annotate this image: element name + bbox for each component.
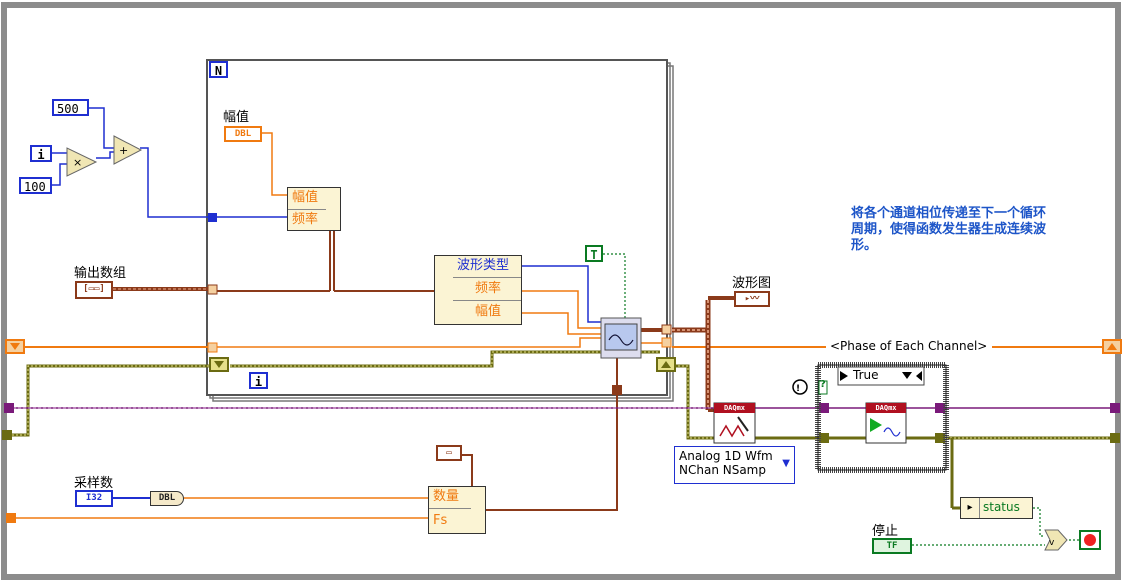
true-constant[interactable]: T — [585, 245, 603, 262]
add-node[interactable] — [113, 135, 143, 165]
case-selector-label[interactable]: True — [853, 368, 879, 382]
svg-text:v: v — [1049, 538, 1055, 548]
polymorph-line2: NChan NSamp — [679, 463, 766, 477]
svg-text:!: ! — [796, 384, 800, 394]
unbundle-status-node[interactable]: ▸ status — [960, 497, 1033, 519]
svg-text:×: × — [73, 156, 82, 169]
bundle-fs-field: Fs — [433, 513, 448, 528]
constant-500[interactable]: 500 — [52, 99, 89, 116]
bundle-amplitude-field: 幅值 — [288, 188, 326, 210]
output-array-terminal[interactable]: [▭▭] — [75, 281, 113, 299]
amplitude-label: 幅值 — [223, 110, 250, 125]
for-loop-iteration-terminal: i — [249, 372, 268, 389]
daqmx-start-title: DAQmx — [875, 404, 897, 412]
status-field: status — [983, 500, 1020, 514]
waveform-graph-terminal[interactable]: ▸〰 — [734, 291, 770, 307]
timing-cluster-constant[interactable]: ▭ — [436, 445, 462, 461]
annotation-note: 将各个通道相位传递至下一个循环 周期，使得函数发生器生成连续波 形。 — [851, 206, 1046, 254]
bundle-mid-amplitude-field: 幅值 — [475, 304, 502, 319]
multiply-node[interactable] — [66, 147, 98, 177]
waveform-graph-label: 波形图 — [732, 276, 772, 291]
iteration-terminal-outer: i — [30, 145, 52, 162]
daqmx-polymorphic-selector[interactable]: Analog 1D Wfm NChan NSamp ▼ — [674, 446, 795, 484]
samples-i32-terminal[interactable]: I32 — [75, 490, 113, 507]
bundle-frequency-field: 频率 — [292, 212, 319, 227]
svg-text:+: + — [119, 144, 128, 157]
coerce-dbl-node[interactable]: DBL — [150, 491, 184, 506]
annotation-line1: 将各个通道相位传递至下一个循环 — [851, 206, 1047, 221]
amplitude-dbl-terminal[interactable]: DBL — [224, 126, 262, 142]
bundle-wave-type-field: 波形类型 — [453, 256, 521, 278]
phase-channel-label: <Phase of Each Channel> — [828, 339, 990, 353]
daqmx-write-title: DAQmx — [723, 404, 746, 412]
output-array-label: 输出数组 — [74, 266, 127, 281]
case-error-terminal: ? — [820, 379, 826, 390]
bundle-mid-frequency-field: 频率 — [453, 279, 521, 301]
stop-tf-terminal[interactable]: TF — [872, 538, 912, 554]
bundle-amp-freq[interactable]: 幅值 频率 — [287, 187, 341, 231]
constant-100[interactable]: 100 — [19, 177, 52, 194]
chevron-down-icon: ▼ — [782, 458, 790, 469]
polymorph-line1: Analog 1D Wfm — [679, 449, 773, 463]
annotation-line2: 周期，使得函数发生器生成连续波 — [851, 222, 1047, 237]
samples-label: 采样数 — [74, 476, 114, 491]
bundle-timing[interactable]: 数量 Fs — [428, 486, 486, 534]
stop-label: 停止 — [872, 524, 899, 539]
for-loop-frame[interactable] — [206, 59, 668, 396]
bundle-wave-params[interactable]: 波形类型 频率 幅值 — [434, 255, 522, 325]
annotation-line3: 形。 — [851, 238, 878, 253]
or-node[interactable] — [1044, 529, 1068, 551]
for-loop-count-terminal[interactable]: N — [209, 61, 228, 78]
bundle-count-field: 数量 — [429, 487, 471, 509]
